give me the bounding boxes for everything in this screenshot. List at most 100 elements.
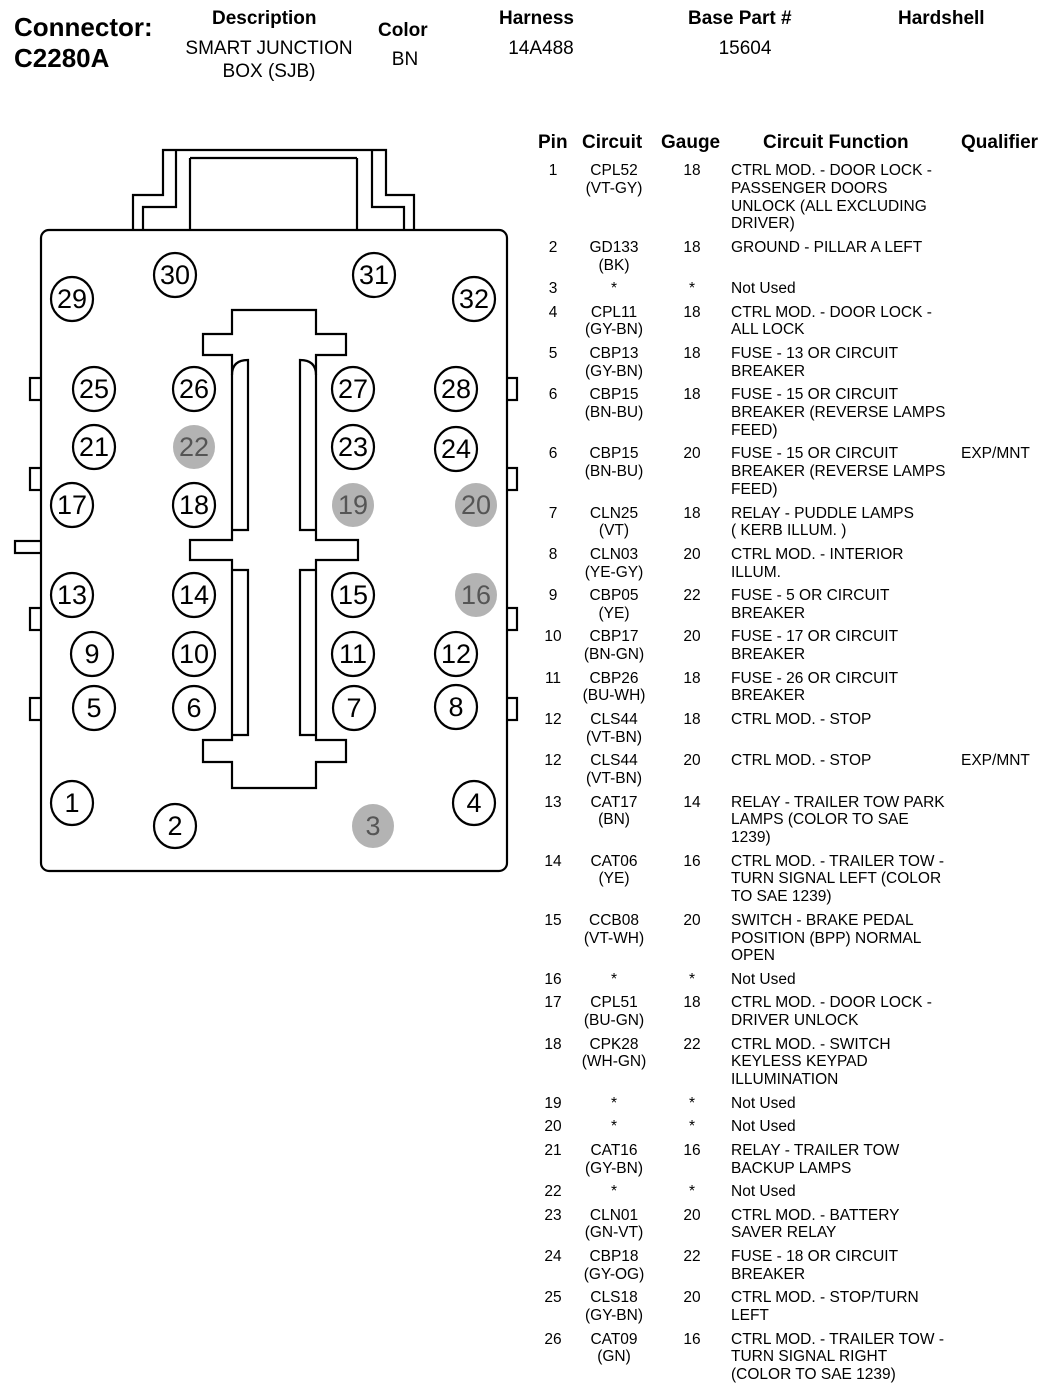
pin-cavity — [433, 365, 479, 413]
pin-number: 18 — [544, 1035, 562, 1053]
pin-number-label: 1 — [64, 788, 79, 818]
col-header-function: Circuit Function — [763, 132, 909, 153]
circuit-line: * — [610, 1118, 618, 1136]
cavity-rail — [230, 358, 250, 532]
pin-number: 16 — [544, 970, 562, 988]
connector-pin-2: 2 — [152, 802, 198, 850]
gauge: 20 — [683, 628, 701, 646]
pin-number-label: 13 — [57, 580, 87, 610]
pin-number-label: 14 — [179, 580, 209, 610]
circuit: CPK28(WH-GN) — [574, 1036, 654, 1072]
gauge: 18 — [683, 162, 701, 179]
function-line: CTRL MOD. - TRAILER TOW - — [731, 852, 944, 870]
circuit-line: CAT06 — [590, 852, 638, 870]
function-line: Not Used — [731, 1183, 796, 1201]
circuit: CPL51(BU-GN) — [574, 994, 654, 1030]
gauge: * — [688, 1094, 696, 1112]
circuit-function: Not Used — [731, 1095, 956, 1113]
connector-pin-18: 18 — [171, 481, 217, 529]
circuit-line: CPL51 — [590, 994, 638, 1012]
function-line: CTRL MOD. - STOP — [731, 752, 872, 770]
pin-cavity — [71, 684, 117, 732]
function-line: TO SAE 1239) — [731, 888, 832, 906]
connector-pin-19: 19 — [332, 483, 374, 527]
circuit: CAT16(GY-BN) — [574, 1142, 654, 1178]
pin-number: 21 — [544, 1141, 562, 1159]
cavity-rail — [298, 358, 318, 532]
function-line: ( KERB ILLUM. ) — [731, 522, 847, 540]
function-line: CTRL MOD. - DOOR LOCK - — [731, 994, 932, 1012]
circuit-line: (YE-GY) — [584, 563, 644, 581]
function-line: PASSENGER DOORS — [731, 179, 888, 197]
circuit-line: * — [610, 1183, 618, 1201]
circuit-function: Not Used — [731, 1183, 956, 1201]
col-header-circuit: Circuit — [582, 132, 643, 153]
function-line: GROUND - PILLAR A LEFT — [731, 238, 923, 256]
function-line: FUSE - 15 OR CIRCUIT — [731, 445, 899, 463]
circuit: CCB08(VT-WH) — [574, 912, 654, 948]
function-line: FUSE - 5 OR CIRCUIT — [731, 587, 890, 605]
gauge: 20 — [683, 1289, 701, 1307]
function-line: FEED) — [731, 480, 778, 498]
function-line: RELAY - TRAILER TOW — [731, 1141, 900, 1159]
connector-pin-11: 11 — [330, 630, 376, 678]
hardshell-label: Hardshell — [898, 8, 985, 29]
circuit-line: (BN-BU) — [584, 463, 644, 481]
circuit-line: CPL11 — [590, 303, 638, 321]
function-line: KEYLESS KEYPAD — [731, 1053, 868, 1071]
circuit-line: GD133 — [589, 238, 639, 256]
pin-number-label: 20 — [461, 490, 491, 520]
pin-number-label: 26 — [179, 374, 209, 404]
pin-cavity — [69, 630, 115, 678]
function-line: FEED) — [731, 421, 778, 439]
connector-pin-9: 9 — [69, 630, 115, 678]
circuit-line: CLS44 — [590, 711, 638, 728]
function-line: TURN SIGNAL LEFT (COLOR — [731, 870, 942, 888]
pin-number: 3 — [548, 280, 558, 298]
pin-number-label: 19 — [338, 490, 368, 520]
pin-number-label: 18 — [179, 490, 209, 520]
connector-id: C2280A — [14, 43, 110, 73]
function-line: UNLOCK (ALL EXCLUDING — [731, 197, 927, 215]
harness-value: 14A488 — [508, 38, 574, 59]
circuit: * — [574, 1118, 654, 1136]
function-line: RELAY - TRAILER TOW PARK — [731, 793, 945, 811]
connector-pin-12: 12 — [433, 630, 479, 678]
connector-title: Connector: C2280A — [14, 12, 153, 74]
color-value: BN — [391, 49, 419, 70]
circuit-line: (GY-BN) — [585, 362, 643, 380]
circuit-line: * — [610, 1094, 618, 1112]
description-label: Description — [212, 8, 317, 29]
pin-cavity — [433, 425, 479, 473]
gauge: 18 — [683, 386, 701, 404]
circuit-line: CCB08 — [589, 911, 639, 929]
pin-cavity — [173, 425, 215, 469]
description-line-1: SMART JUNCTION — [185, 38, 353, 59]
pin-number-label: 28 — [441, 374, 471, 404]
connector-pin-16: 16 — [455, 573, 497, 617]
circuit: CLN25(VT) — [574, 505, 654, 541]
circuit: CBP17(BN-GN) — [574, 628, 654, 664]
circuit-function: CTRL MOD. - TRAILER TOW -TURN SIGNAL RIG… — [731, 1331, 956, 1384]
circuit: CPL11(GY-BN) — [574, 304, 654, 340]
pin-number: 25 — [544, 1289, 562, 1307]
circuit-line: CLS44 — [590, 752, 638, 770]
gauge: 22 — [683, 1247, 701, 1265]
connector-pin-5: 5 — [71, 684, 117, 732]
pin-cavity — [171, 365, 217, 413]
pin-cavity — [451, 779, 497, 827]
function-line: OPEN — [731, 947, 775, 965]
pin-number: 9 — [548, 587, 558, 605]
circuit-line: (VT-GY) — [585, 179, 643, 197]
gauge: 16 — [683, 1141, 701, 1159]
pin-number: 7 — [548, 504, 558, 522]
pin-cavity — [330, 365, 376, 413]
gauge: 20 — [683, 545, 701, 563]
circuit-line: (BN) — [598, 811, 630, 829]
function-line: LEFT — [731, 1306, 769, 1324]
